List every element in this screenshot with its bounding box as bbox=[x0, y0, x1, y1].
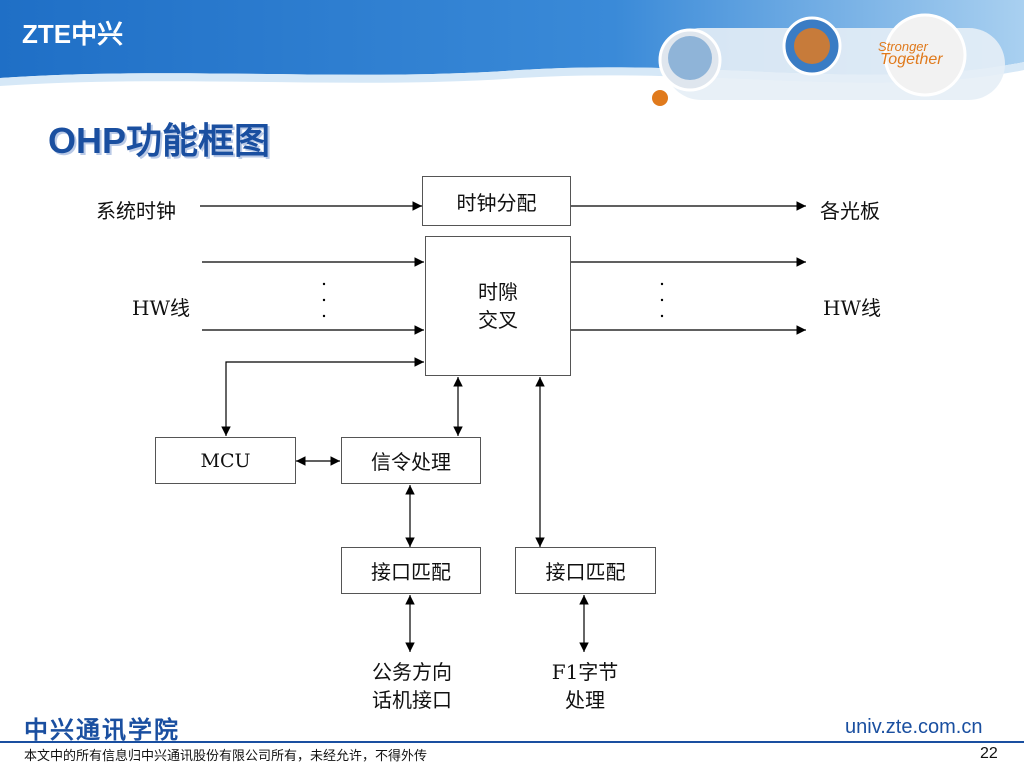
arrow-mcu-tsi-loop bbox=[221, 357, 424, 436]
signaling-label: 信令处理 bbox=[371, 450, 451, 474]
interface-match-left-box: 接口匹配 bbox=[341, 547, 481, 594]
tsi-label-line1: 时隙 bbox=[478, 280, 518, 304]
interface-match-left-label: 接口匹配 bbox=[371, 560, 451, 584]
interface-match-right-box: 接口匹配 bbox=[515, 547, 656, 594]
system-clock-label: 系统时钟 bbox=[96, 199, 176, 223]
service-phone-line2: 话机接口 bbox=[372, 688, 452, 712]
signaling-box: 信令处理 bbox=[341, 437, 481, 484]
footer-org-name: 中兴通讯学院 bbox=[24, 715, 180, 744]
slogan-circle bbox=[883, 13, 967, 97]
service-phone-label: 公务方向 话机接口 bbox=[362, 658, 462, 714]
service-phone-line1: 公务方向 bbox=[372, 660, 452, 684]
ellipsis-dots bbox=[322, 282, 664, 318]
page-number: 22 bbox=[980, 745, 998, 762]
slogan-line2: Together bbox=[880, 51, 943, 68]
hw-line-left-label: HW线 bbox=[132, 296, 190, 320]
footer-copyright: 本文中的所有信息归中兴通讯股份有限公司所有，未经允许，不得外传 bbox=[24, 749, 428, 764]
mcu-label: MCU bbox=[200, 449, 251, 472]
interface-match-right-label: 接口匹配 bbox=[545, 560, 626, 584]
slide-title: OHP功能框图 bbox=[48, 120, 271, 161]
header-background bbox=[0, 0, 1024, 106]
slogan-line1: Stronger bbox=[878, 39, 928, 54]
f1-byte-line1: F1字节 bbox=[551, 660, 619, 684]
hw-line-right-label: HW线 bbox=[823, 296, 881, 320]
clock-distribution-label: 时钟分配 bbox=[456, 190, 537, 215]
mcu-box: MCU bbox=[155, 437, 296, 484]
orange-dot bbox=[652, 90, 668, 106]
zte-logo: ZTE中兴 bbox=[22, 19, 124, 49]
clock-distribution-box: 时钟分配 bbox=[422, 176, 571, 226]
time-slot-interchange-box: 时隙 交叉 bbox=[425, 236, 571, 376]
footer-url[interactable]: univ.zte.com.cn bbox=[845, 716, 983, 738]
f1-byte-label: F1字节 处理 bbox=[538, 658, 632, 714]
tsi-label-line2: 交叉 bbox=[478, 308, 518, 332]
optical-boards-label: 各光板 bbox=[820, 199, 880, 223]
footer-divider bbox=[0, 741, 1024, 743]
header-banner: ZTE中兴 Stronger Together bbox=[0, 0, 1024, 110]
f1-byte-line2: 处理 bbox=[565, 688, 605, 712]
slogan: Stronger Together bbox=[878, 39, 968, 68]
